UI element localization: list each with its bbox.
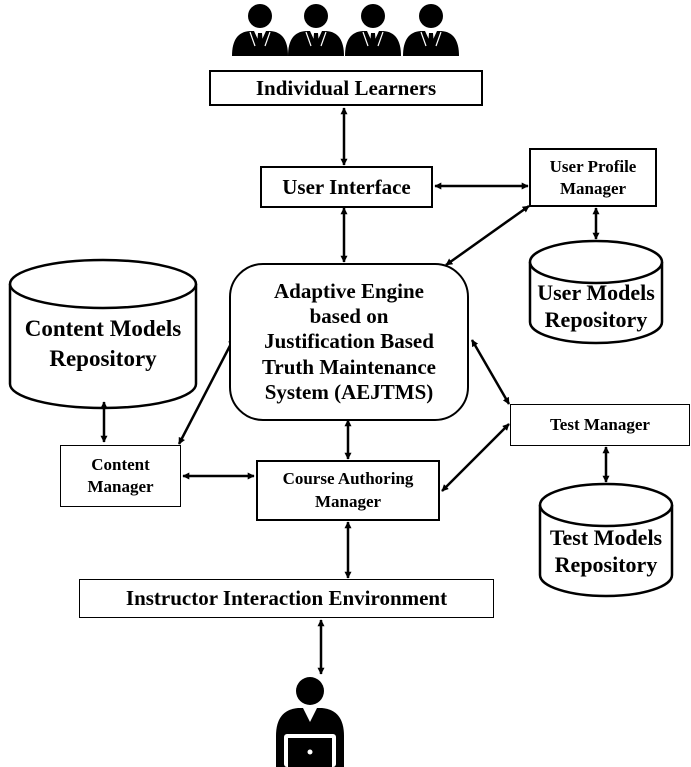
connectors <box>100 107 610 675</box>
individual-learners-box: Individual Learners <box>209 70 483 106</box>
learner-person-icon <box>231 3 289 57</box>
arrow-engine-profile <box>445 204 530 267</box>
user-models-repository-label: User Models Repository <box>537 279 655 333</box>
test-models-repository-cylinder <box>538 482 674 598</box>
content-manager-box: Content Manager <box>60 445 181 507</box>
adaptive-engine-box: Adaptive Engine based on Justification B… <box>229 263 469 421</box>
course-authoring-manager-box: Course Authoring Manager <box>256 460 440 521</box>
arrow-engine-test <box>470 339 511 405</box>
user-models-repository-cylinder <box>528 239 664 345</box>
learner-person-icon <box>287 3 345 57</box>
arrow-course-test <box>441 423 510 492</box>
learner-person-icon <box>402 3 460 57</box>
content-models-repository-label: Content Models Repository <box>24 316 182 371</box>
user-profile-manager-box: User Profile Manager <box>529 148 657 207</box>
test-manager-box: Test Manager <box>510 404 690 446</box>
arrow-contentmgr-engine <box>177 337 236 445</box>
user-interface-box: User Interface <box>260 166 433 208</box>
instructor-laptop-icon <box>276 677 344 767</box>
test-models-repository-label: Test Models Repository <box>549 524 663 578</box>
instructor-interaction-environment-box: Instructor Interaction Environment <box>79 579 494 618</box>
learner-person-icon <box>344 3 402 57</box>
content-models-repository-cylinder <box>8 258 198 410</box>
